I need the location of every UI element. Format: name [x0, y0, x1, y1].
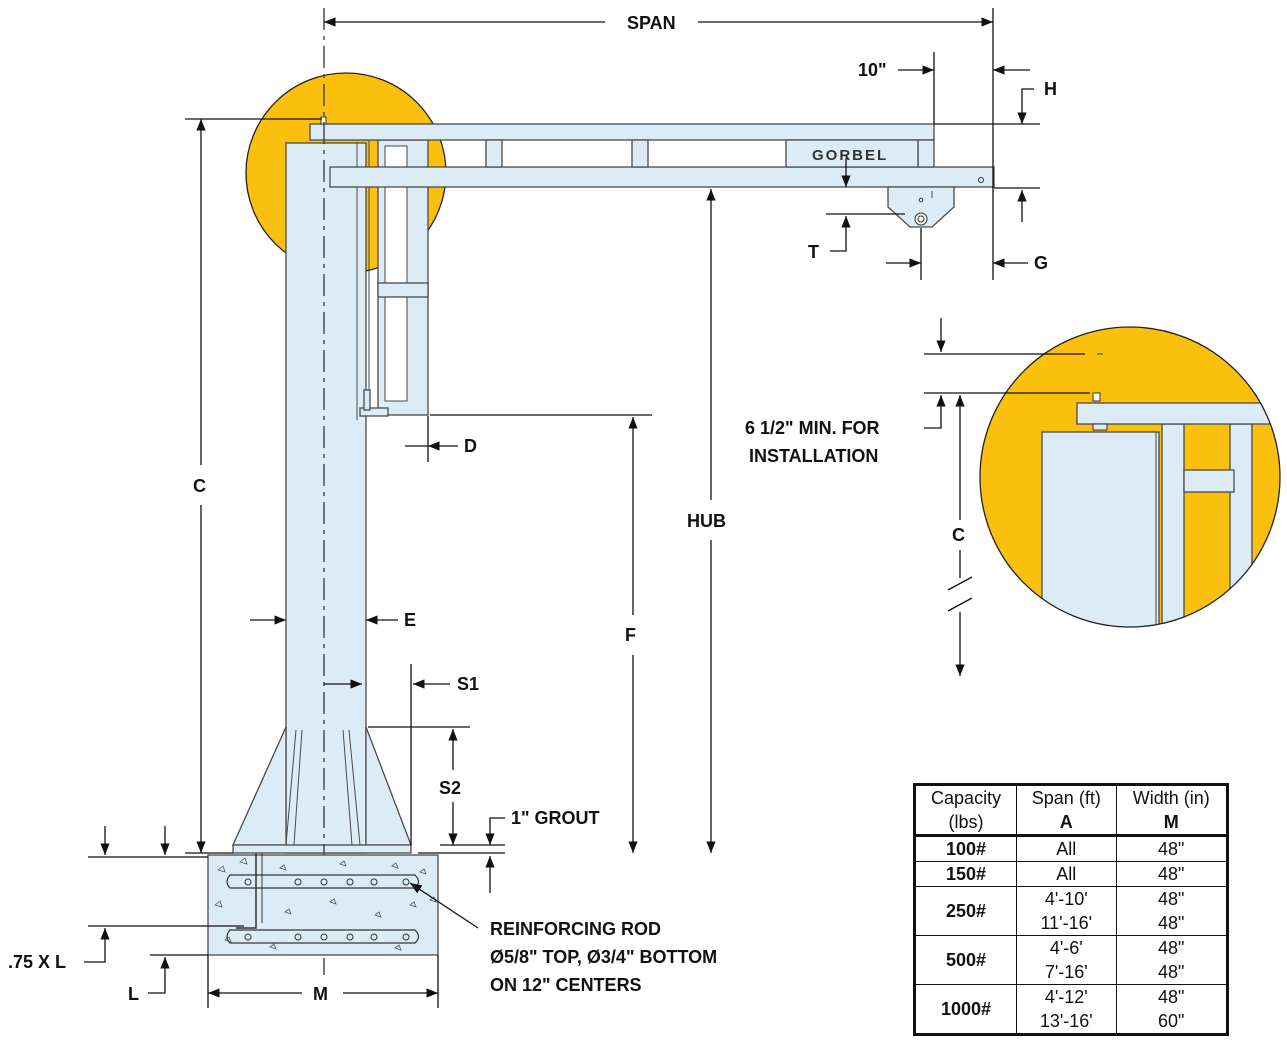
install-line-1: 6 1/2" MIN. FOR [745, 418, 880, 438]
s2-label: S2 [439, 778, 461, 798]
rod-line-2: Ø5/8" TOP, Ø3/4" BOTTOM [490, 947, 717, 967]
capacity-cell: 500# [913, 935, 1018, 985]
grout-label: 1" GROUT [511, 808, 600, 828]
e-label: E [404, 610, 416, 630]
header-width-top: Width (in) [1132, 788, 1210, 808]
span-cell: 4'-12' 13'-16' [1016, 984, 1117, 1035]
span-value: 4'-12' [1044, 987, 1088, 1007]
span-value: 13'-16' [1039, 1011, 1093, 1031]
d-dimension: D [405, 416, 477, 462]
span-label: SPAN [627, 13, 676, 33]
header-width: Width (in) M [1115, 784, 1228, 837]
t-dimension: T [808, 158, 905, 262]
width-value: 60" [1158, 1011, 1185, 1031]
span-value: 7'-16' [1044, 962, 1088, 982]
three-quarter-l-dimension: .75 X L [8, 826, 244, 972]
width-value: 48" [1158, 889, 1185, 909]
span-dimension: SPAN [324, 8, 994, 200]
l-dimension: L [128, 826, 208, 1004]
g-label: G [1034, 253, 1048, 273]
s1-dimension: S1 [324, 664, 479, 845]
detail-c-label: C [952, 525, 965, 545]
width-value: 48" [1158, 913, 1185, 933]
header-width-bottom: M [1163, 812, 1179, 832]
width-cell: 48" 48" [1115, 935, 1228, 985]
install-line-2: INSTALLATION [749, 446, 878, 466]
t-label: T [808, 242, 819, 262]
three-quarter-l-label: .75 X L [8, 952, 66, 972]
header-span-bottom: A [1059, 812, 1073, 832]
boom-truss: GORBEL [309, 116, 995, 188]
capacity-cell: 1000# [913, 984, 1018, 1035]
width-cell: 48" 60" [1115, 984, 1228, 1035]
d-label: D [464, 436, 477, 456]
capacity-cell: 150# [913, 861, 1018, 887]
capacity-cell: 250# [913, 886, 1018, 936]
span-cell: 4'-6' 7'-16' [1016, 935, 1117, 985]
width-value: 48" [1158, 987, 1185, 1007]
gorbel-logo: GORBEL [812, 147, 888, 164]
width-cell: 48" [1115, 835, 1228, 862]
span-cell: All [1016, 861, 1117, 887]
span-value: 4'-10' [1044, 889, 1088, 909]
hub-label: HUB [687, 511, 726, 531]
table-row: 500# 4'-6' 7'-16' 48" 48" [913, 935, 1228, 985]
header-capacity-bottom: (lbs) [948, 812, 984, 832]
ten-inch-label: 10" [858, 60, 887, 80]
table-row: 150# All 48" [913, 861, 1228, 887]
m-dimension: M [207, 955, 439, 1008]
rod-line-1: REINFORCING ROD [490, 919, 661, 939]
capacity-cell: 100# [913, 835, 1018, 862]
s1-label: S1 [457, 674, 479, 694]
grout-dimension: 1" GROUT [418, 808, 600, 893]
mast-column [285, 142, 367, 854]
c-dimension: C [185, 118, 322, 854]
e-dimension: E [250, 610, 416, 630]
width-value: 48" [1158, 938, 1185, 958]
installation-detail: 6 1/2" MIN. FOR INSTALLATION C [745, 318, 1281, 676]
f-label: F [625, 625, 636, 645]
table-row: 250# 4'-10' 11'-16' 48" 48" [913, 886, 1228, 936]
header-span-top: Span (ft) [1031, 788, 1101, 808]
table-row: 1000# 4'-12' 13'-16' 48" 60" [913, 984, 1228, 1035]
s2-dimension: S2 [368, 726, 470, 845]
f-dimension: F [430, 414, 652, 853]
reinforcing-rod-callout: REINFORCING ROD Ø5/8" TOP, Ø3/4" BOTTOM … [409, 882, 717, 995]
g-dimension: G [886, 200, 1048, 280]
c-label: C [193, 476, 206, 496]
rod-line-3: ON 12" CENTERS [490, 975, 642, 995]
ten-inch-dimension: 10" [858, 52, 1030, 124]
header-span: Span (ft) A [1016, 784, 1117, 837]
width-cell: 48" [1115, 861, 1228, 887]
trolley [887, 186, 955, 228]
h-dimension: H [934, 79, 1057, 222]
m-label: M [313, 984, 328, 1004]
capacity-span-width-table: Capacity (lbs) Span (ft) A Width (in) M … [913, 783, 1229, 1036]
hub-dimension: HUB [687, 189, 726, 853]
l-label: L [128, 984, 139, 1004]
span-cell: 4'-10' 11'-16' [1016, 886, 1117, 936]
width-cell: 48" 48" [1115, 886, 1228, 936]
table-row: 100# All 48" [913, 835, 1228, 862]
span-cell: All [1016, 835, 1117, 862]
span-value: 4'-6' [1049, 938, 1083, 958]
header-capacity: Capacity (lbs) [913, 784, 1018, 837]
header-capacity-top: Capacity [931, 788, 1002, 808]
span-value: 11'-16' [1040, 913, 1093, 933]
concrete-foundation [207, 853, 439, 956]
h-label: H [1044, 79, 1057, 99]
base-gusset [231, 726, 412, 854]
width-value: 48" [1158, 962, 1185, 982]
